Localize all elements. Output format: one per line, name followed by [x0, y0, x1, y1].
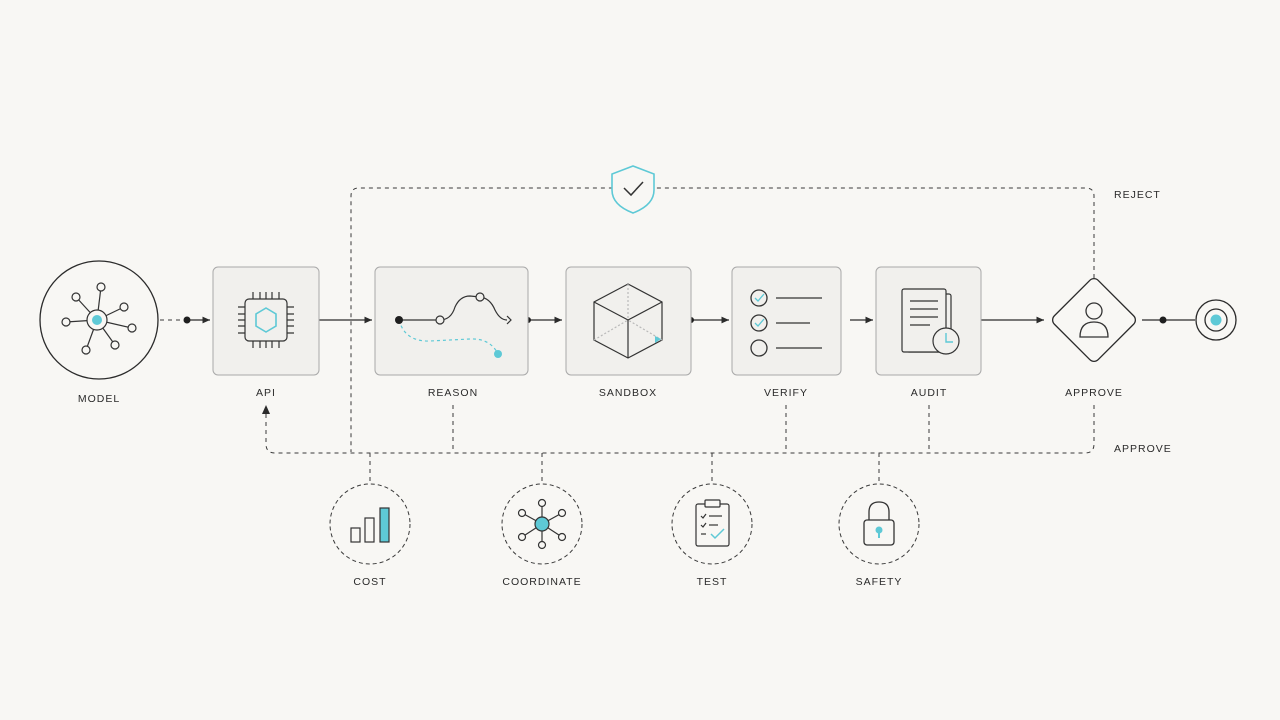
model-label: MODEL — [77, 393, 121, 405]
network-hub-icon — [61, 282, 137, 355]
approve-path-label: APPROVE — [1114, 443, 1172, 455]
cost-label: COST — [353, 576, 387, 588]
verify-node — [731, 266, 842, 376]
checklist-icon — [750, 289, 822, 357]
reason-label: REASON — [427, 387, 479, 399]
coordinate-label: COORDINATE — [502, 576, 582, 588]
user-diamond-icon — [1079, 302, 1109, 338]
bar-chart-icon — [350, 507, 390, 543]
reject-path-label: REJECT — [1114, 189, 1161, 201]
audit-label: AUDIT — [910, 387, 948, 399]
chip-icon — [238, 292, 294, 348]
model-node — [39, 260, 159, 380]
document-clock-icon — [901, 288, 960, 355]
api-node — [212, 266, 320, 376]
reason-node — [374, 266, 529, 376]
clipboard-check-icon — [695, 499, 730, 547]
shield-check-icon — [611, 165, 655, 214]
approve-label: APPROVE — [1065, 387, 1123, 399]
audit-node — [875, 266, 982, 376]
approve-node — [1051, 277, 1137, 363]
test-label: TEST — [696, 576, 728, 588]
network-icon — [517, 498, 567, 550]
path-curve-icon — [395, 292, 512, 358]
reject-loop-line — [350, 187, 1095, 452]
sandbox-node — [565, 266, 692, 376]
junction-dot — [183, 316, 191, 324]
test-service-circle — [671, 483, 753, 565]
sandbox-label: SANDBOX — [598, 387, 658, 399]
junction-dot — [1159, 316, 1167, 324]
cost-service-circle — [329, 483, 411, 565]
verify-label: VERIFY — [764, 387, 808, 399]
target-icon — [1195, 299, 1237, 341]
safety-label: SAFETY — [855, 576, 903, 588]
cube-icon — [593, 283, 663, 359]
approve-feedback-line — [265, 405, 1095, 454]
api-feedback-arrowhead — [262, 405, 270, 414]
padlock-icon — [863, 501, 895, 546]
api-label: API — [256, 387, 276, 399]
